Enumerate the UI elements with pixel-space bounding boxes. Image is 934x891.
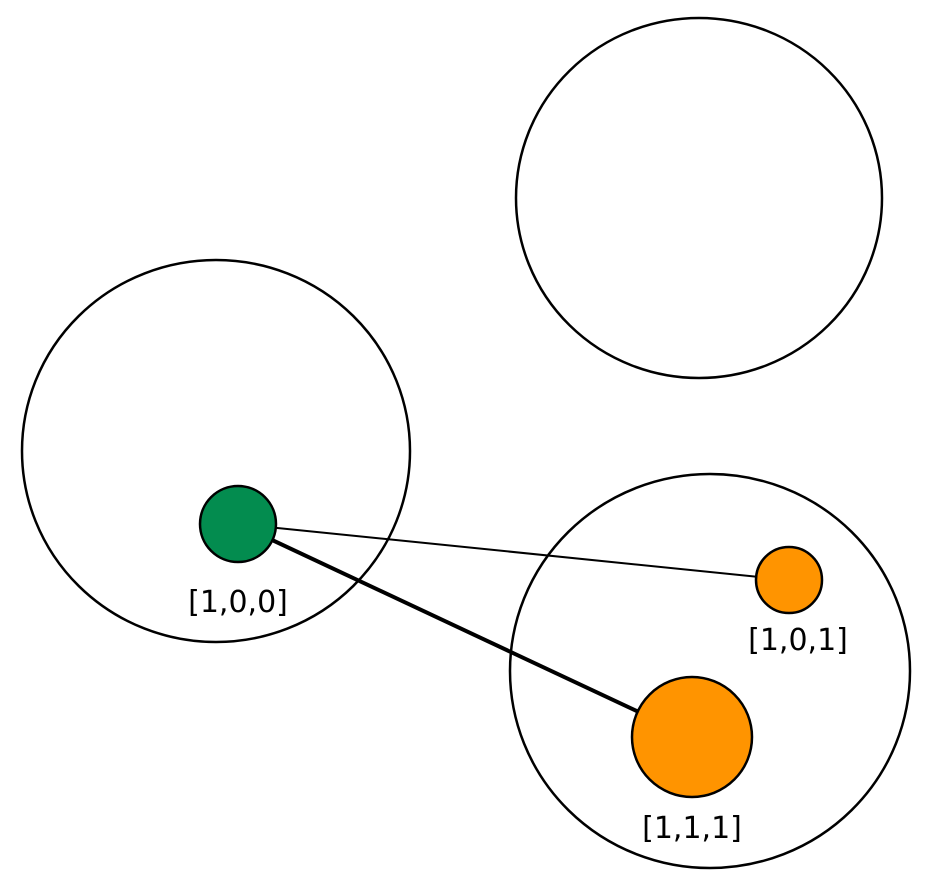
node-111-circle[interactable] [630,675,754,799]
cluster-circle-bottom-right [508,472,912,870]
edge-100-to-111 [237,522,693,739]
edge-100-to-101 [237,523,790,581]
node-111-label: [1,1,1] [642,811,742,846]
node-100[interactable]: [1,0,0] [188,484,288,620]
node-101[interactable]: [1,0,1] [748,545,848,658]
node-100-circle[interactable] [198,484,278,564]
node-101-label: [1,0,1] [748,623,848,658]
cluster-circle-top-right [514,16,884,380]
node-100-label: [1,0,0] [188,585,288,620]
cluster-circle-left [20,258,412,644]
node-111[interactable]: [1,1,1] [630,675,754,846]
node-101-circle[interactable] [754,545,824,615]
